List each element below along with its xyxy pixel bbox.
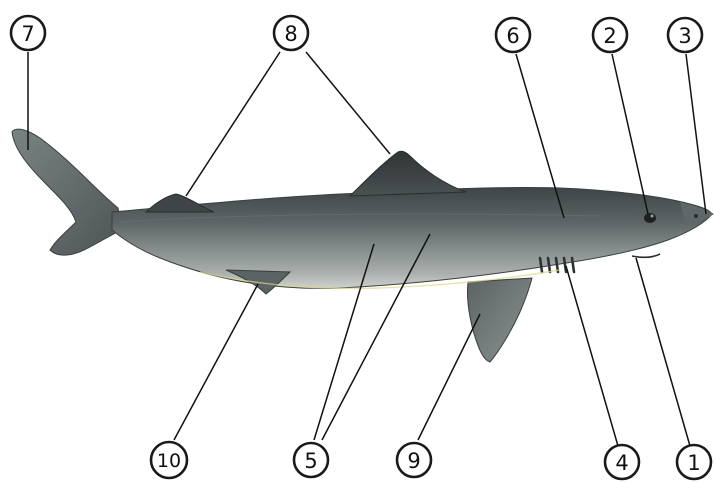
leader-8a — [186, 52, 280, 196]
callout-7: 7 — [11, 16, 45, 50]
callout-8-label: 8 — [284, 22, 297, 46]
leader-2 — [612, 54, 648, 214]
callout-5: 5 — [294, 443, 328, 477]
leader-4 — [566, 266, 618, 446]
shark-body — [112, 187, 712, 288]
callout-3: 3 — [668, 18, 702, 52]
callout-6-label: 6 — [506, 24, 519, 48]
callout-4: 4 — [605, 445, 639, 479]
leader-9 — [418, 314, 480, 440]
mouth — [632, 254, 660, 257]
callout-8: 8 — [274, 16, 308, 50]
second-dorsal-fin — [146, 194, 214, 212]
shark-illustration — [12, 129, 714, 362]
leader-8b — [306, 52, 390, 154]
nostril — [694, 214, 698, 218]
callout-10: 10 — [151, 442, 187, 478]
callout-3-label: 3 — [678, 24, 691, 48]
callout-4-label: 4 — [615, 451, 628, 475]
callout-2: 2 — [593, 18, 627, 52]
callout-1: 1 — [677, 445, 711, 479]
first-dorsal-fin — [350, 151, 466, 196]
eye — [644, 213, 656, 223]
callout-7-label: 7 — [21, 22, 34, 46]
callout-10-label: 10 — [157, 450, 181, 472]
callout-6: 6 — [496, 18, 530, 52]
callout-9-label: 9 — [407, 449, 420, 473]
leader-3 — [686, 54, 706, 214]
callout-1-label: 1 — [687, 451, 700, 475]
callout-2-label: 2 — [603, 24, 616, 48]
callout-5-label: 5 — [304, 449, 317, 473]
leader-10 — [174, 284, 258, 440]
leader-1 — [636, 258, 690, 446]
callout-9: 9 — [397, 443, 431, 477]
eye-highlight — [651, 215, 654, 218]
